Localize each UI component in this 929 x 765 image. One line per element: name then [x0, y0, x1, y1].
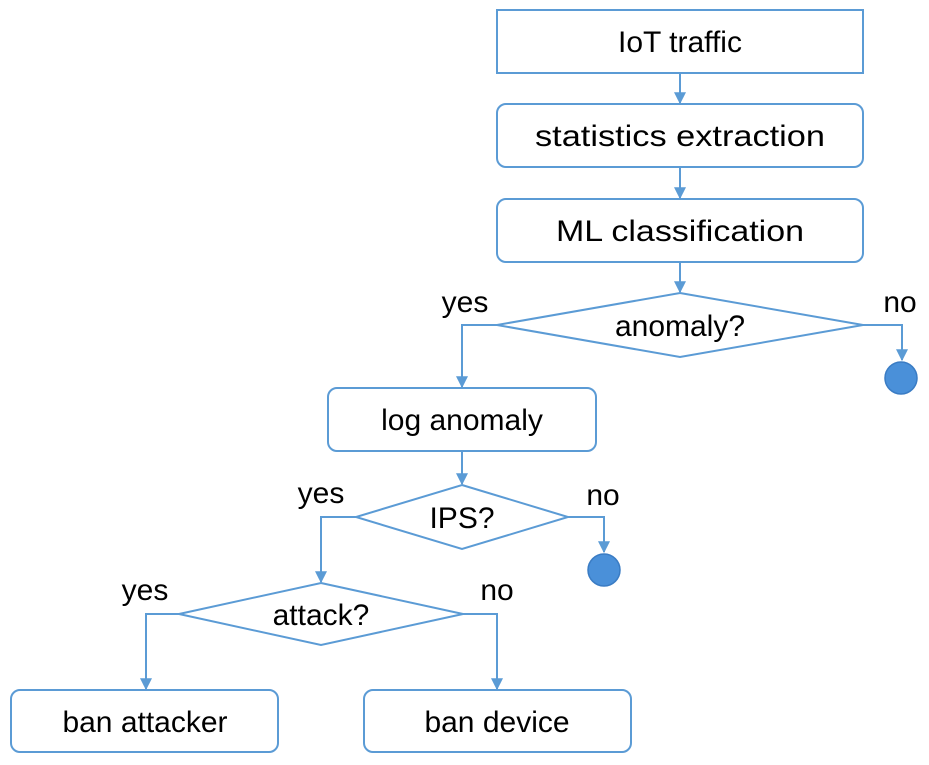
ips-decision-label: IPS? — [429, 502, 494, 535]
ban-attacker-box — [10, 689, 279, 753]
iot-traffic-label: IoT traffic — [618, 26, 742, 59]
ips-no-terminal — [587, 553, 621, 587]
ban-device-box — [363, 689, 632, 753]
ban-device-label: ban device — [424, 706, 569, 739]
edge-anomaly-yes — [456, 324, 497, 389]
ips-no-label: no — [586, 479, 619, 512]
anomaly-decision-diamond — [496, 291, 864, 359]
edge-ips-yes — [315, 516, 356, 584]
attack-yes-label: yes — [122, 574, 169, 607]
anomaly-no-label: no — [883, 286, 916, 319]
ml-classification-box — [496, 198, 864, 263]
anomaly-decision-label: anomaly? — [615, 310, 745, 343]
ml-classification-label: ML classification — [556, 215, 804, 248]
statistics-extraction-box — [496, 103, 864, 168]
iot-traffic-box — [496, 9, 864, 74]
edge-anomaly-no — [863, 324, 908, 362]
edge-attack-yes — [140, 613, 179, 691]
attack-decision-label: attack? — [273, 599, 370, 632]
attack-decision-diamond — [178, 581, 464, 647]
ban-attacker-label: ban attacker — [62, 706, 227, 739]
anomaly-no-terminal — [884, 361, 918, 395]
ips-decision-diamond — [352, 483, 572, 551]
anomaly-yes-label: yes — [442, 286, 489, 319]
log-anomaly-box — [327, 387, 597, 452]
log-anomaly-label: log anomaly — [381, 404, 543, 437]
ips-yes-label: yes — [298, 477, 345, 510]
attack-no-label: no — [480, 574, 513, 607]
edge-attack-no — [463, 613, 503, 691]
statistics-extraction-label: statistics extraction — [535, 120, 825, 153]
edge-ips-no — [568, 516, 610, 554]
